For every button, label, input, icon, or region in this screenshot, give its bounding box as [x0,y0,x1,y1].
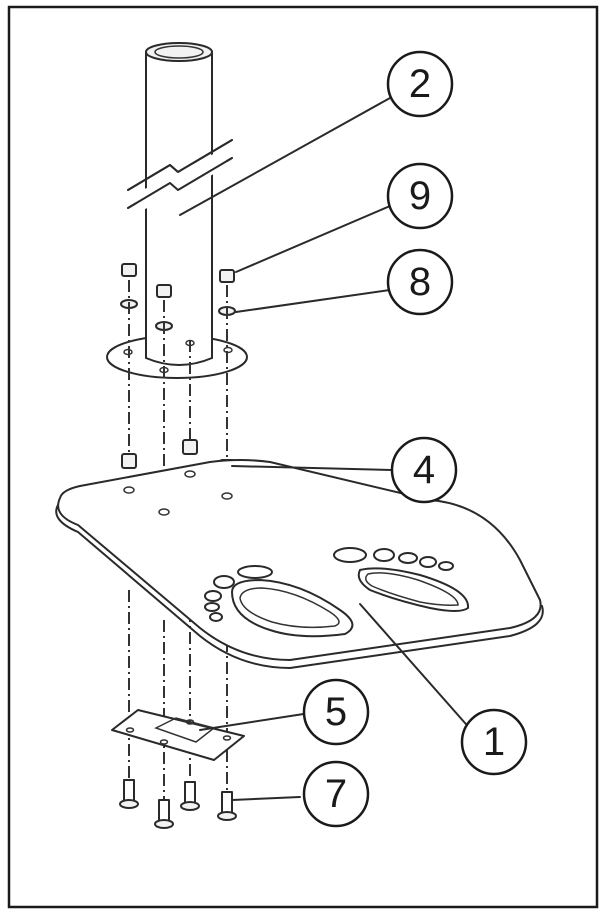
callout-8: 8 [386,248,454,316]
flange-plate [106,329,248,379]
callout-label: 5 [325,690,347,734]
callout-label: 1 [483,720,505,764]
screws [119,779,237,829]
callout-9: 9 [386,162,454,230]
callout-4: 4 [390,436,458,504]
foot-plate [55,459,544,669]
callout-label: 4 [413,448,435,492]
callout-5: 5 [302,678,370,746]
callout-1: 1 [460,708,528,776]
callout-label: 7 [325,772,347,816]
callout-label: 2 [409,62,431,106]
callout-2: 2 [386,50,454,118]
callout-label: 8 [409,260,431,304]
leader-lines [179,97,481,801]
pole [127,42,233,370]
callout-7: 7 [302,760,370,828]
callout-label: 9 [409,174,431,218]
diagram-border [7,5,599,909]
